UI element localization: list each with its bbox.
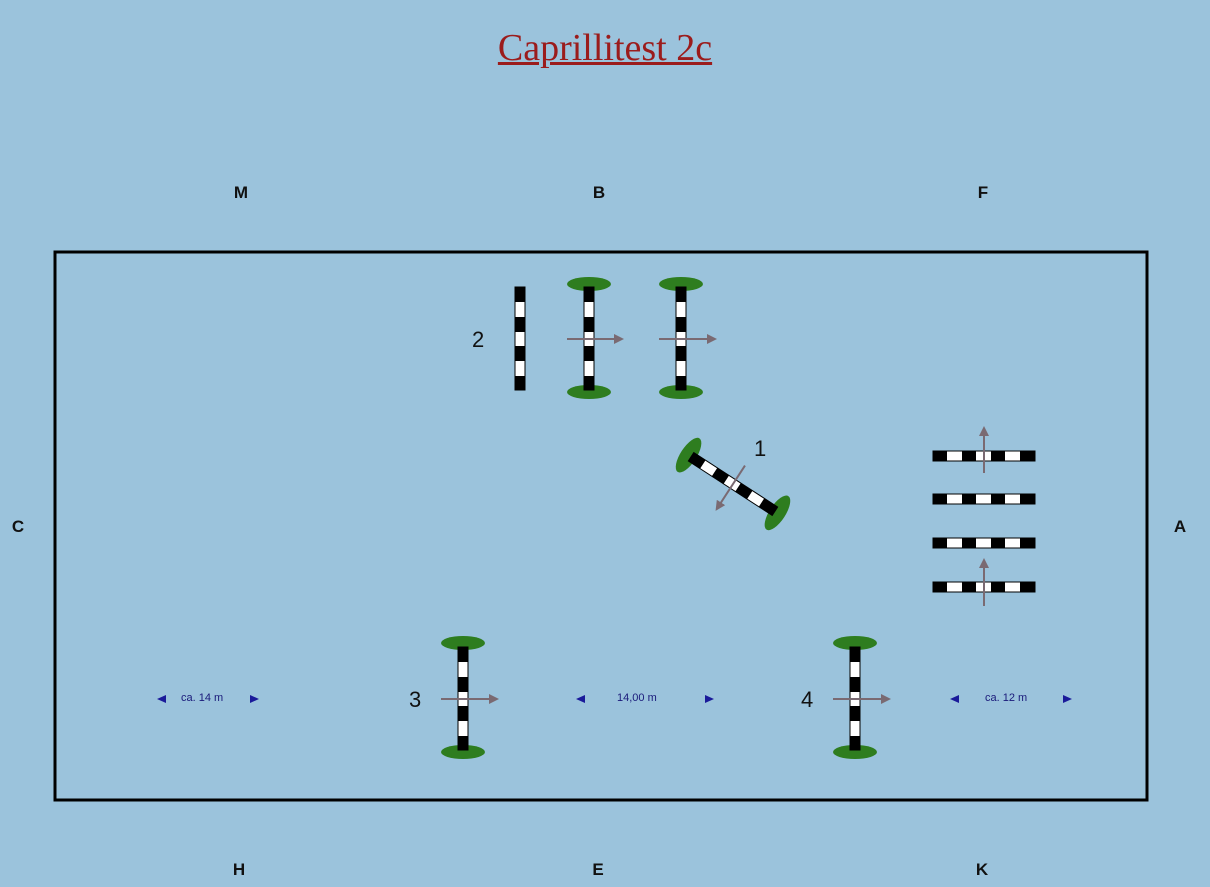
obstacle-number-3: 3 bbox=[409, 687, 422, 712]
arrow-right-icon bbox=[705, 695, 714, 703]
pole-2b bbox=[567, 277, 624, 399]
arena-border bbox=[53, 250, 1149, 802]
shrub-icon bbox=[567, 385, 611, 399]
shrub-icon bbox=[659, 277, 703, 291]
arrow-left-icon bbox=[950, 695, 959, 703]
cavaletti-group bbox=[932, 426, 1036, 606]
pole-2a bbox=[514, 286, 526, 391]
distance-label-3: ca. 12 m bbox=[985, 692, 1028, 704]
shrub-icon bbox=[659, 385, 703, 399]
arrow-left-icon bbox=[157, 695, 166, 703]
obstacle-number-1: 1 bbox=[754, 436, 767, 461]
marker-e: E bbox=[592, 860, 604, 879]
obstacle-3 bbox=[441, 636, 499, 759]
marker-m: M bbox=[233, 183, 249, 202]
pole-2c bbox=[659, 277, 717, 399]
shrub-icon bbox=[441, 636, 485, 650]
shrub-icon bbox=[567, 277, 611, 291]
obstacle-2 bbox=[514, 277, 717, 399]
cavaletti-pole bbox=[932, 537, 1036, 549]
arrow-left-icon bbox=[576, 695, 585, 703]
shrub-icon bbox=[675, 437, 702, 473]
shrub-icon bbox=[833, 636, 877, 650]
arrow-right-icon bbox=[1063, 695, 1072, 703]
marker-h: H bbox=[232, 860, 246, 879]
page-title: Caprillitest 2c bbox=[497, 27, 713, 69]
obstacle-4 bbox=[833, 636, 891, 759]
obstacle-number-4: 4 bbox=[801, 687, 814, 712]
distance-label-1: ca. 14 m bbox=[181, 692, 224, 704]
marker-k: K bbox=[975, 860, 989, 879]
marker-c: C bbox=[11, 517, 25, 536]
obstacle-1 bbox=[675, 437, 791, 531]
marker-a: A bbox=[1173, 517, 1187, 536]
shrub-icon bbox=[764, 495, 791, 531]
cavaletti-pole bbox=[932, 493, 1036, 505]
direction-arrow-icon bbox=[715, 465, 746, 511]
shrub-icon bbox=[441, 745, 485, 759]
distance-arrows bbox=[157, 695, 1072, 703]
obstacle-number-2: 2 bbox=[472, 327, 485, 352]
marker-b: B bbox=[592, 183, 606, 202]
distance-label-2: 14,00 m bbox=[617, 692, 657, 704]
marker-f: F bbox=[977, 183, 989, 202]
arrow-right-icon bbox=[250, 695, 259, 703]
shrub-icon bbox=[833, 745, 877, 759]
